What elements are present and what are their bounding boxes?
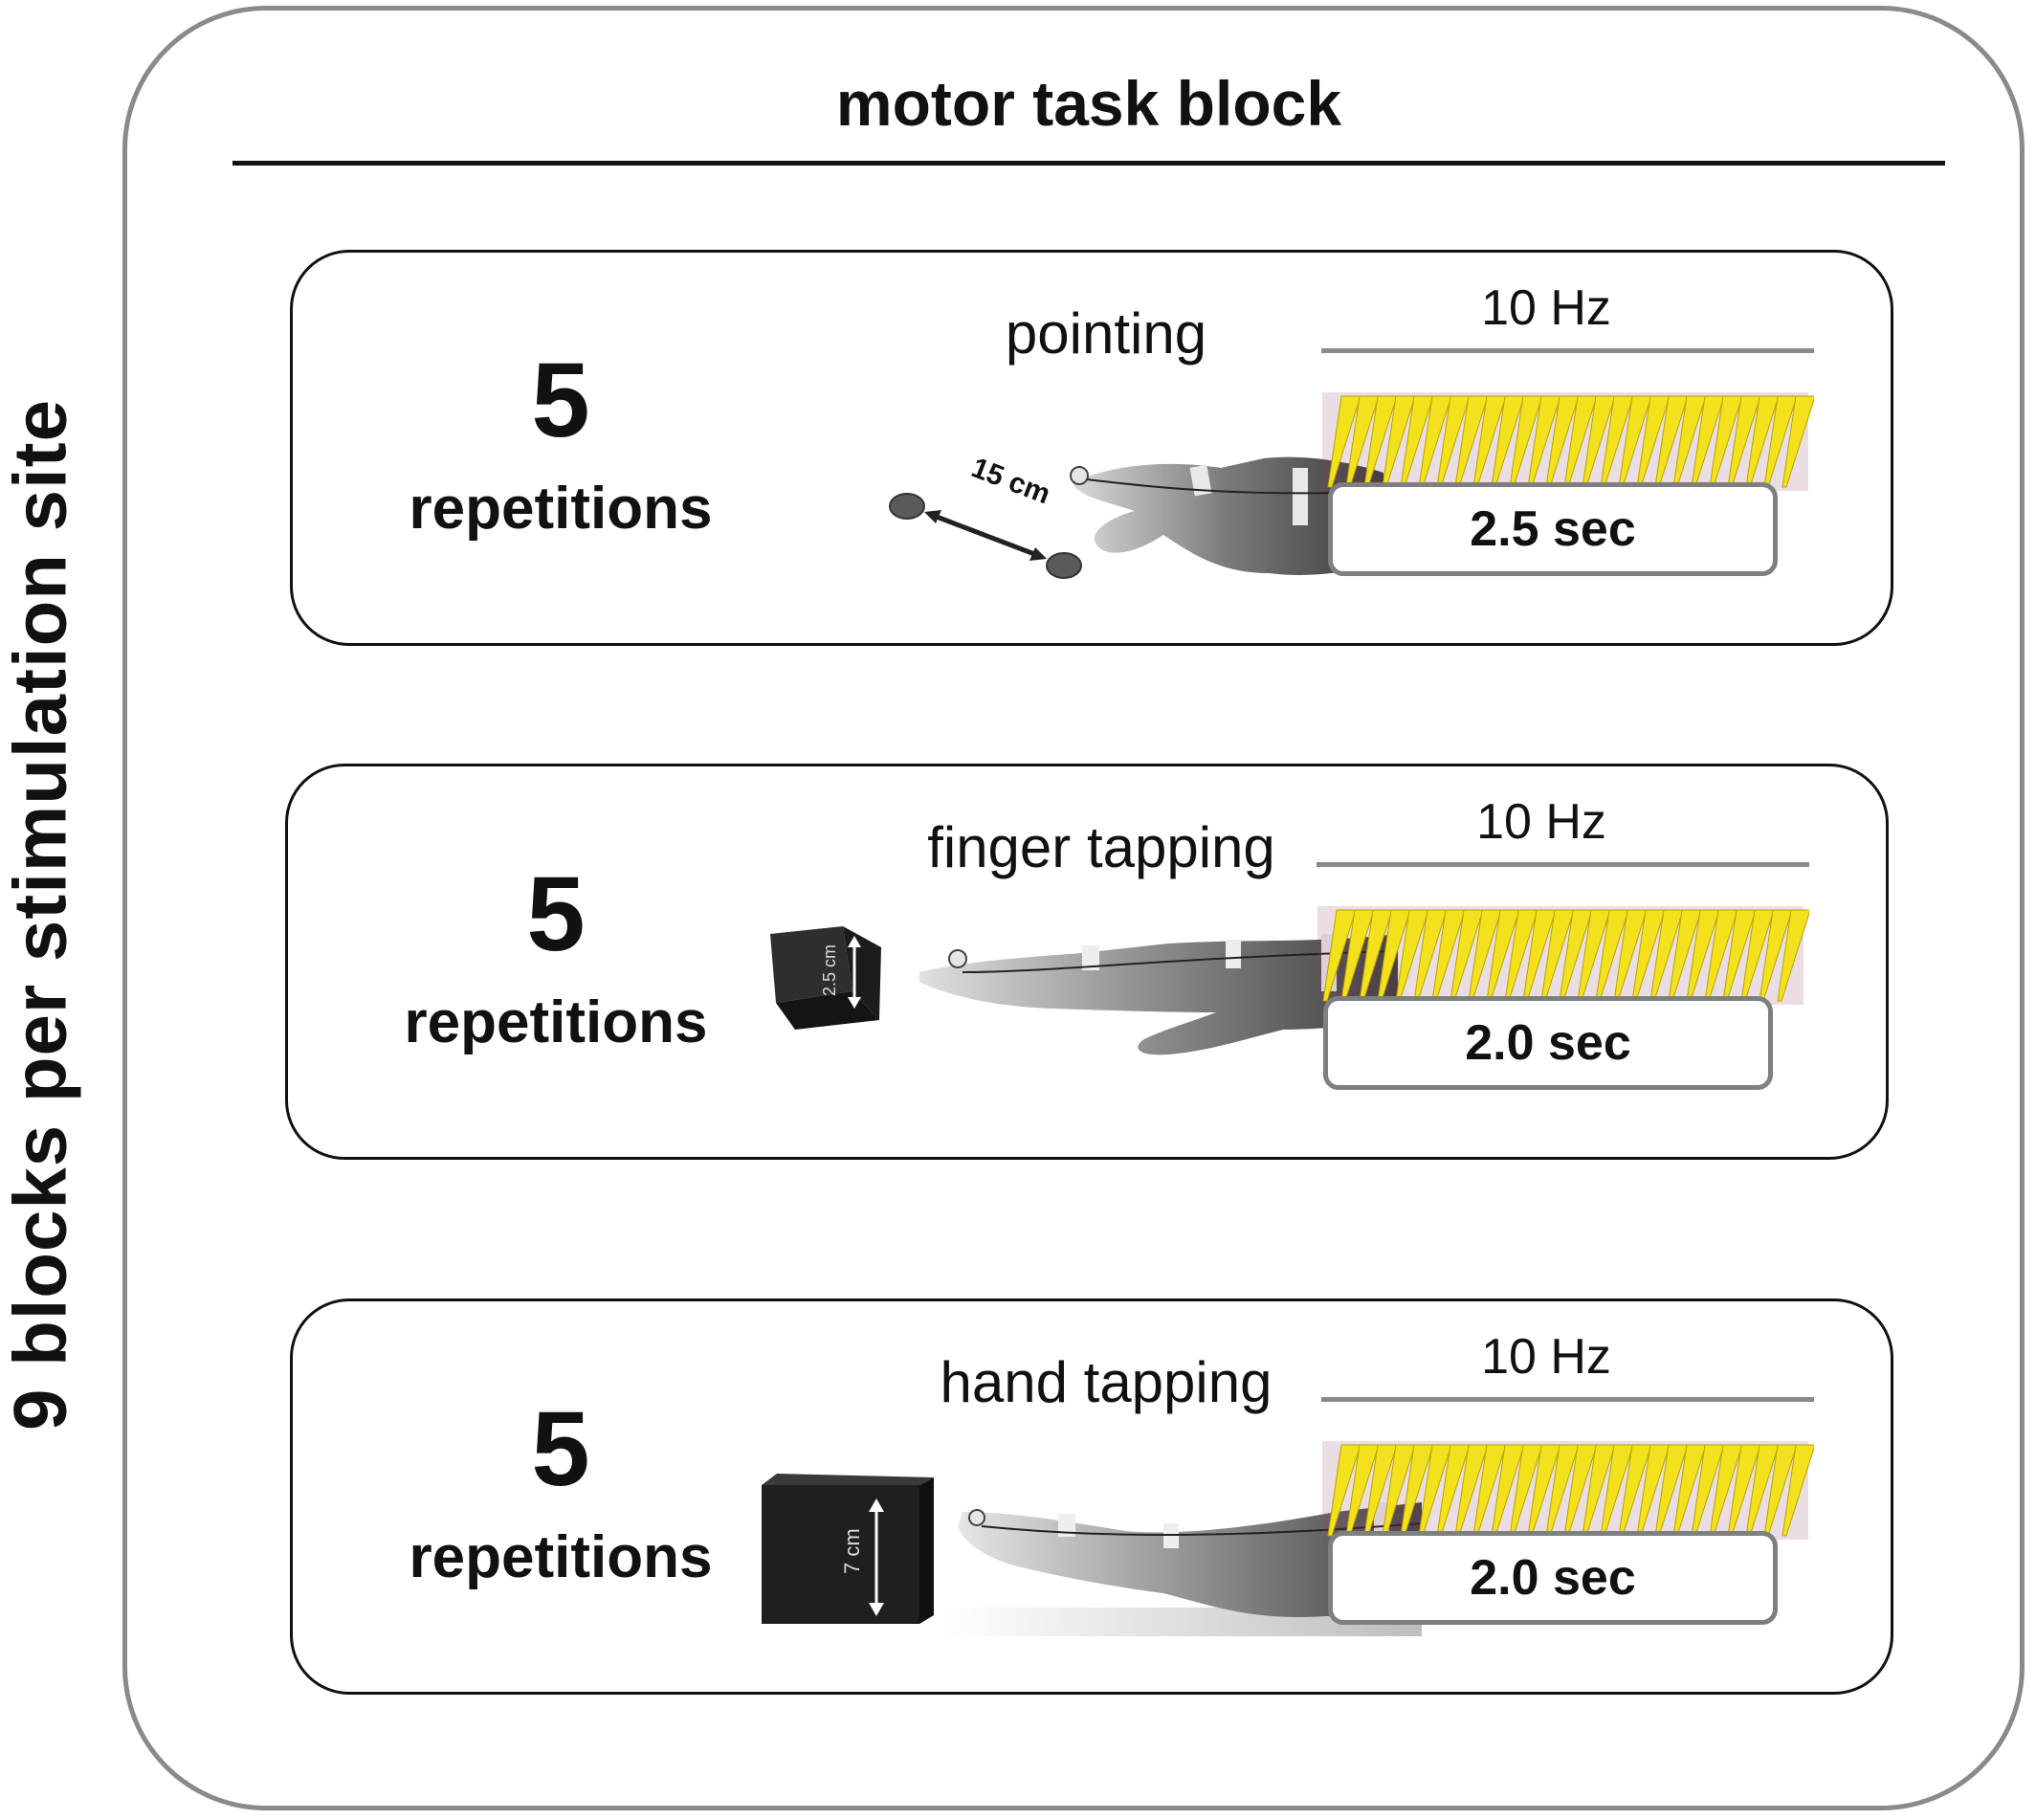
repetitions-label: repetitions bbox=[409, 476, 713, 542]
frequency-label: 10 Hz bbox=[1481, 280, 1611, 336]
duration-box: 2.5 sec bbox=[1328, 482, 1778, 576]
repetitions-label: repetitions bbox=[404, 989, 708, 1055]
duration-box: 2.0 sec bbox=[1328, 1531, 1778, 1625]
distance-arrow-icon bbox=[924, 510, 1047, 561]
pointing-hand-icon bbox=[1070, 456, 1384, 575]
duration-label: 2.5 sec bbox=[1470, 501, 1636, 557]
task-name: hand tapping bbox=[940, 1350, 1272, 1414]
frequency-divider bbox=[1321, 348, 1814, 353]
task-name: finger tapping bbox=[927, 815, 1275, 879]
frequency-divider bbox=[1317, 862, 1809, 867]
repetitions-count: 5 bbox=[526, 855, 586, 973]
outer-frame bbox=[122, 6, 2025, 1810]
duration-box: 2.0 sec bbox=[1323, 996, 1773, 1090]
pulse-train bbox=[1322, 1441, 1814, 1540]
repetitions-label: repetitions bbox=[409, 1524, 713, 1590]
repetitions-count: 5 bbox=[531, 1390, 590, 1508]
task-name: pointing bbox=[1005, 301, 1207, 366]
pointing-illustration: 15 cm bbox=[889, 452, 1384, 579]
duration-label: 2.0 sec bbox=[1465, 1015, 1631, 1071]
stimulation-pulse bbox=[1777, 909, 1809, 1002]
start-target-icon bbox=[889, 493, 925, 520]
task-block-finger-tapping: 5 repetitions finger tapping 2.5 cm bbox=[285, 764, 1889, 1160]
pulse-train bbox=[1317, 906, 1809, 1005]
frequency-label: 10 Hz bbox=[1481, 1329, 1611, 1385]
distance-label: 15 cm bbox=[967, 452, 1054, 510]
flat-hand-icon bbox=[958, 1502, 1423, 1617]
frequency-divider bbox=[1321, 1397, 1814, 1402]
pulse-train bbox=[1322, 392, 1814, 491]
object-size-label: 7 cm bbox=[840, 1528, 864, 1574]
duration-label: 2.0 sec bbox=[1470, 1550, 1636, 1606]
task-block-hand-tapping: 5 repetitions hand tapping 7 cm bbox=[290, 1298, 1893, 1695]
frequency-label: 10 Hz bbox=[1476, 794, 1606, 850]
end-target-icon bbox=[1046, 552, 1082, 579]
side-label-text: 9 blocks per stimulation site bbox=[0, 399, 82, 1431]
page-title: motor task block bbox=[835, 68, 1342, 139]
stimulation-pulse bbox=[1782, 395, 1814, 488]
hand-tapping-illustration: 7 cm bbox=[762, 1474, 1423, 1636]
small-cube-icon: 2.5 cm bbox=[770, 926, 881, 1030]
side-label: 9 blocks per stimulation site bbox=[0, 0, 86, 1820]
title-divider bbox=[232, 161, 1945, 166]
repetitions-count: 5 bbox=[531, 342, 590, 459]
task-block-pointing: 5 repetitions pointing 15 cm 10 Hz bbox=[290, 250, 1893, 646]
large-cube-icon: 7 cm bbox=[762, 1474, 934, 1624]
stimulation-pulse bbox=[1782, 1444, 1814, 1537]
object-size-label: 2.5 cm bbox=[820, 944, 839, 996]
